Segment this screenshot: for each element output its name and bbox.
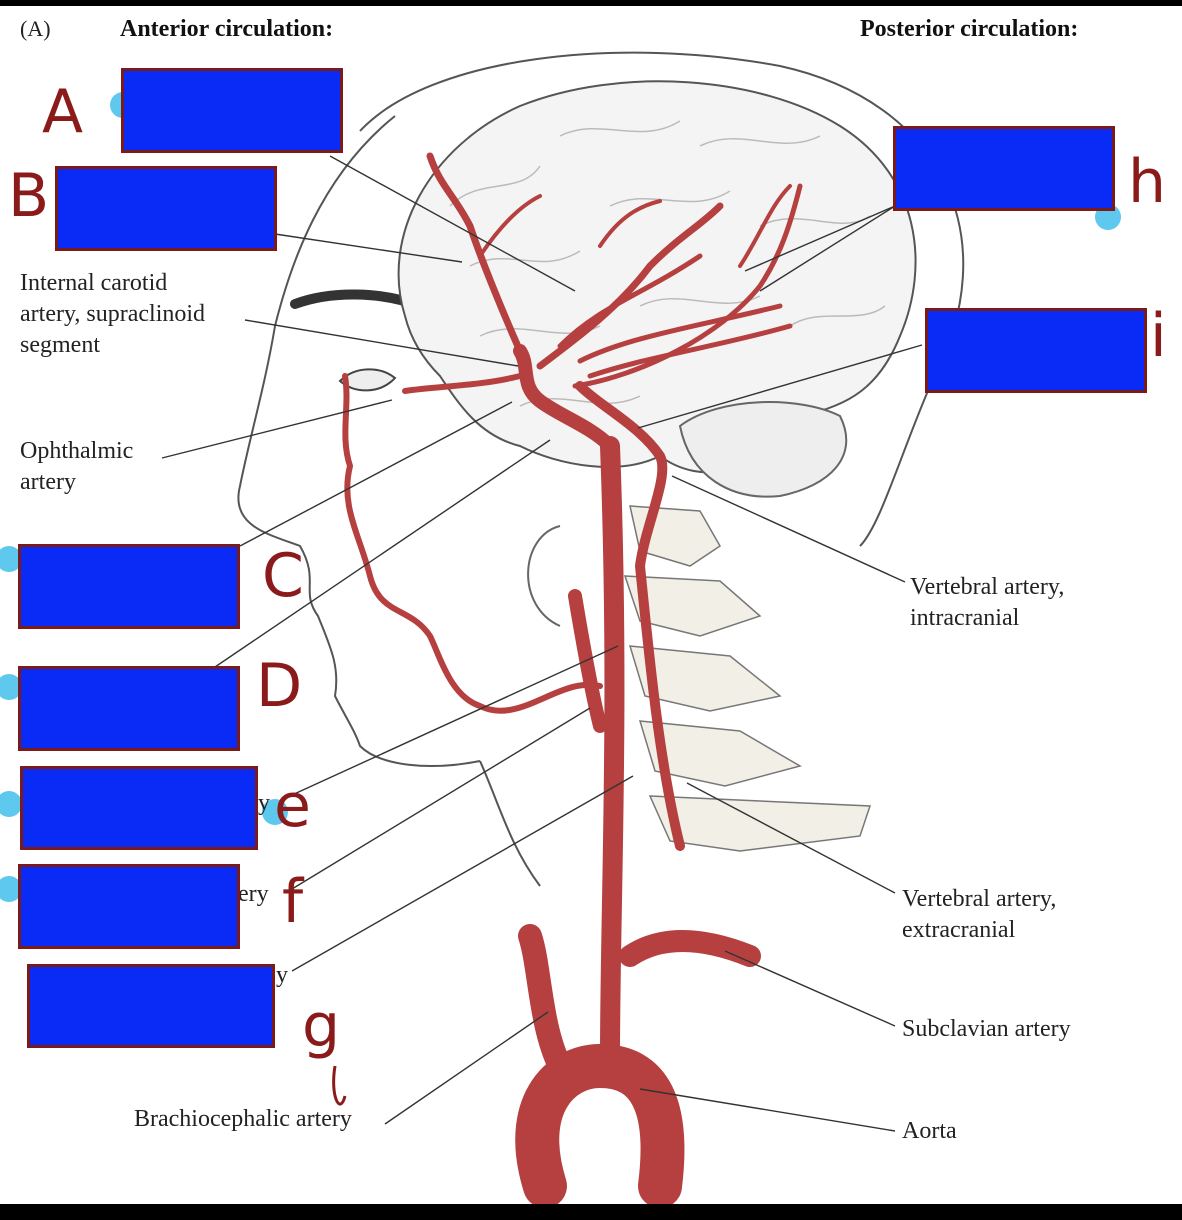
branch-2: [577, 303, 783, 364]
leader-lines: [161, 155, 923, 1132]
highlight-dot: [0, 546, 22, 572]
brain: [397, 80, 917, 474]
branch-4: [478, 194, 542, 258]
subclavian-vessel: [619, 930, 761, 967]
eye: [338, 368, 397, 392]
mask-box-a[interactable]: [121, 68, 343, 153]
mask-box-d[interactable]: [18, 666, 240, 751]
branch-1: [557, 253, 703, 349]
highlight-dot: [262, 799, 288, 825]
neck-outline: [479, 760, 541, 887]
handwritten-letter-d: D: [256, 651, 303, 721]
handwritten-letter-a: A: [42, 77, 84, 147]
mask-box-i[interactable]: [925, 308, 1147, 393]
handwritten-letter-e: e: [274, 771, 311, 841]
anterior-heading: Anterior circulation:: [120, 16, 334, 42]
mask-box-f[interactable]: [18, 864, 240, 949]
highlight-dot: [0, 791, 22, 817]
posterior-cerebral-vessel: [572, 183, 803, 389]
label-e-fragment: y: [258, 790, 270, 816]
handwritten-letter-i: i: [1150, 301, 1167, 371]
external-carotid-vessel: [568, 589, 607, 733]
branch-6: [738, 184, 792, 268]
branch-5: [598, 199, 662, 248]
artery-network: [342, 152, 803, 1204]
carotid-vessel: [600, 436, 625, 1066]
handwritten-letter-f: f: [282, 867, 304, 937]
internal-carotid-vessel: [513, 344, 617, 453]
label-vertebral-intracranial: Vertebral artery, intracranial: [910, 574, 1065, 631]
vertebral-vessel: [575, 381, 685, 851]
facial-artery-vessel: [342, 373, 603, 714]
brachiocephalic-vessel: [518, 924, 572, 1078]
cervical-vertebrae: [623, 505, 872, 852]
mask-box-h[interactable]: [893, 126, 1115, 211]
label-ophthalmic-artery: Ophthalmic artery: [20, 438, 134, 495]
handwritten-letter-h: h: [1128, 147, 1167, 217]
label-aorta: Aorta: [902, 1118, 957, 1144]
mask-box-b[interactable]: [55, 166, 277, 251]
handwritten-letter-g: g: [302, 991, 341, 1061]
cerebellum: [678, 401, 848, 498]
label-subclavian-artery: Subclavian artery: [902, 1016, 1071, 1042]
face-profile: [237, 115, 481, 767]
label-f-fragment: ery: [238, 881, 269, 907]
label-vertebral-extracranial: Vertebral artery, extracranial: [902, 886, 1057, 943]
highlight-dot: [0, 876, 22, 902]
mask-box-g[interactable]: [27, 964, 275, 1048]
anterior-cerebral-vessel: [426, 152, 524, 355]
middle-cerebral-vessel: [536, 202, 724, 370]
anatomy-illustration: [161, 51, 965, 1204]
panel-letter: (A): [20, 16, 51, 41]
handwriting-g-stroke: [332, 1065, 347, 1106]
branch-3: [587, 323, 793, 379]
highlight-dot: [0, 674, 22, 700]
posterior-heading: Posterior circulation:: [860, 16, 1079, 42]
label-brachiocephalic-artery: Brachiocephalic artery: [134, 1106, 352, 1132]
handwritten-letter-b: B: [8, 161, 50, 231]
aortic-arch-vessel: [515, 1043, 685, 1204]
label-g-fragment: y: [276, 962, 288, 988]
ophthalmic-vessel: [402, 373, 523, 394]
ear: [527, 525, 561, 627]
label-internal-carotid-supraclinoid: Internal carotid artery, supraclinoid se…: [20, 270, 206, 358]
handwritten-letter-c: C: [262, 541, 304, 611]
mask-box-e[interactable]: [20, 766, 258, 850]
diagram-paper: (A) Anterior circulation: Posterior circ…: [0, 6, 1182, 1204]
mask-box-c[interactable]: [18, 544, 240, 629]
